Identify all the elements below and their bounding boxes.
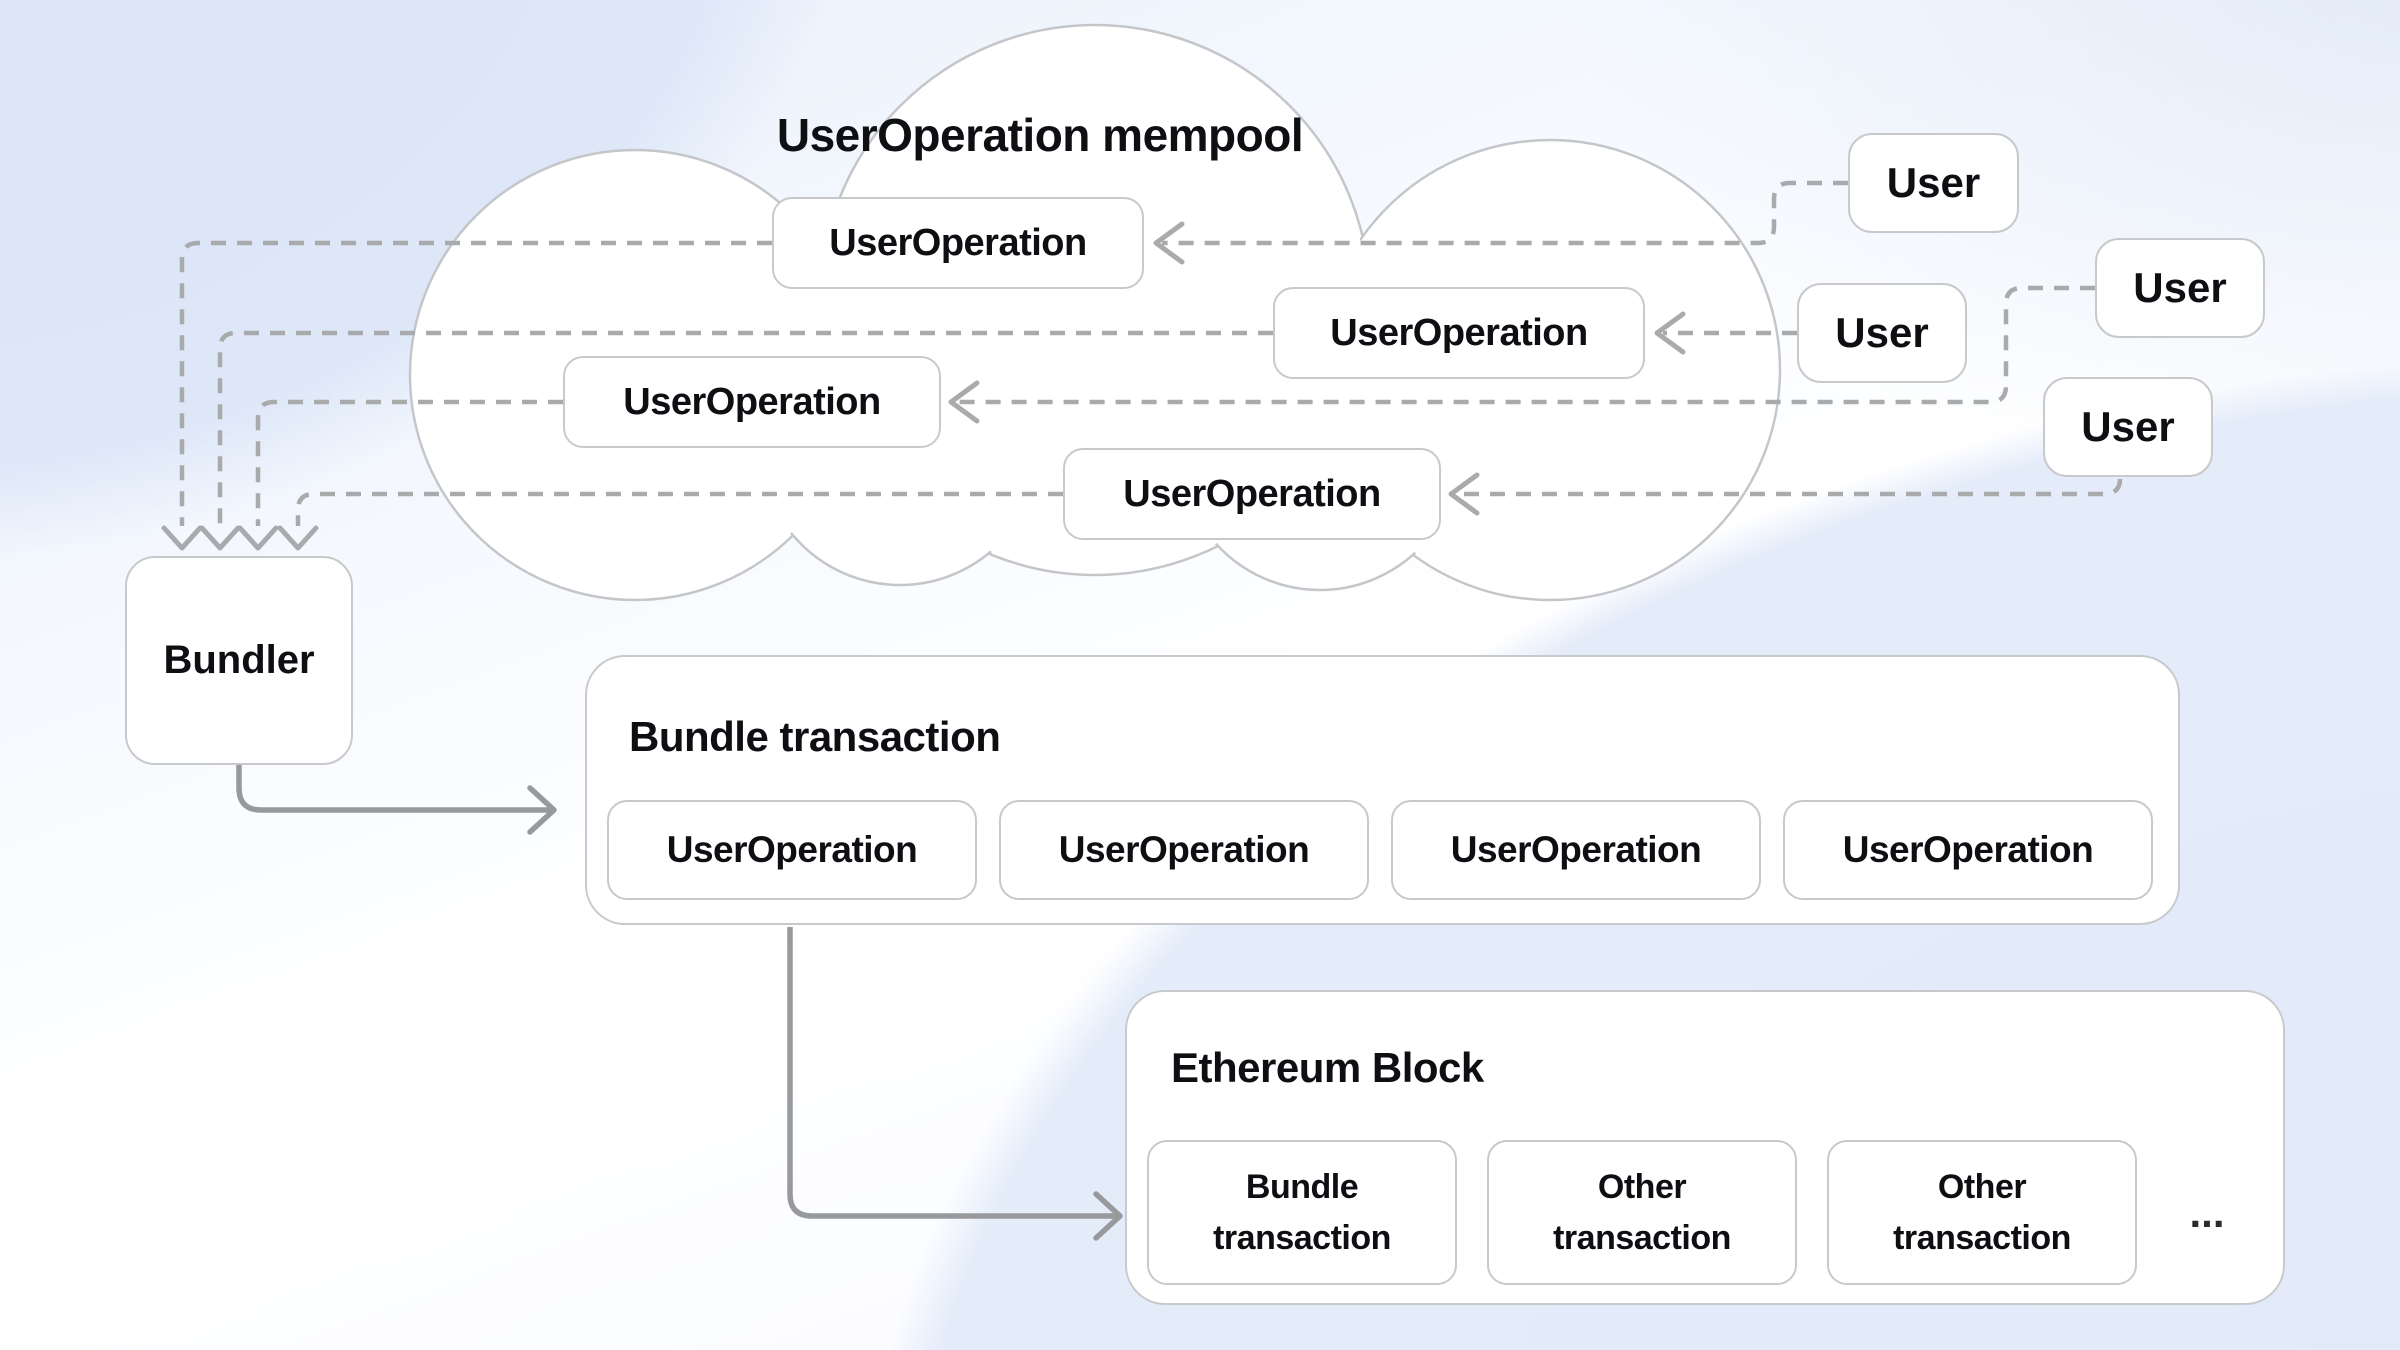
user-node: User [2043,377,2213,477]
bundler-to-bundle-arrow [236,765,557,835]
ethereum-block-title: Ethereum Block [1171,1044,1484,1091]
ethereum-block-container: Ethereum Block Bundle transaction Other … [1125,990,2285,1305]
block-other-transaction-node: Other transaction [1487,1140,1797,1285]
bundle-transaction-title: Bundle transaction [629,713,1001,760]
bundle-transaction-container: Bundle transaction UserOperation UserOpe… [585,655,2180,925]
bundle-userop-node: UserOperation [999,800,1369,900]
user-node: User [1797,283,1967,383]
bundle-userop-node: UserOperation [1391,800,1761,900]
bundle-userop-node: UserOperation [607,800,977,900]
bundle-userop-node: UserOperation [1783,800,2153,900]
mempool-userop-node: UserOperation [772,197,1144,289]
user-to-userop-connectors [948,180,2123,516]
more-transactions-ellipsis: ... [2189,1188,2225,1236]
bundler-node: Bundler [125,556,353,765]
mempool-title: UserOperation mempool [776,109,1304,161]
mempool-userop-node: UserOperation [1063,448,1441,540]
user-node: User [1848,133,2019,233]
mempool-userop-node: UserOperation [563,356,941,448]
user-node: User [2095,238,2265,338]
block-bundle-transaction-node: Bundle transaction [1147,1140,1457,1285]
block-other-transaction-node: Other transaction [1827,1140,2137,1285]
bundle-to-block-arrow [787,927,1123,1241]
mempool-userop-node: UserOperation [1273,287,1645,379]
userop-to-bundler-connectors [161,240,1273,551]
